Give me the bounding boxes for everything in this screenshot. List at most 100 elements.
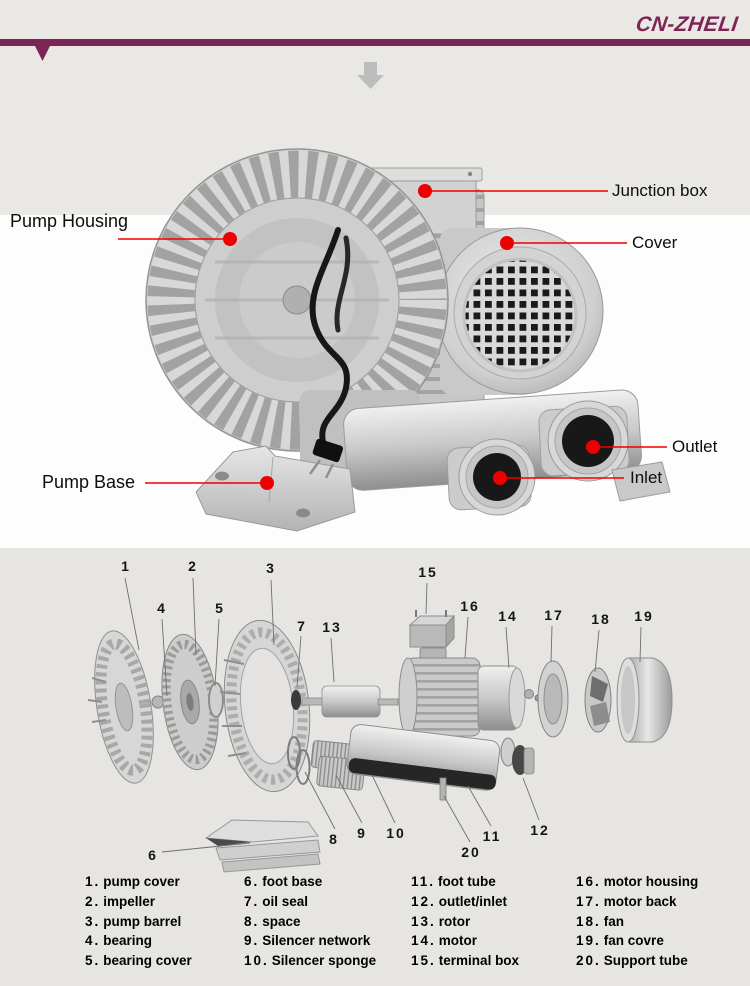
- part-foot-base: [204, 819, 321, 873]
- item-label: foot tube: [438, 874, 496, 889]
- callout-number-space: 8: [329, 831, 339, 847]
- item-separator: .: [595, 874, 599, 889]
- legend-item-silencer-network: 9.Silencer network: [244, 931, 376, 951]
- item-number: 3: [85, 913, 95, 929]
- legend-column-4: 16.motor housing 17.motor back 18.fan 19…: [576, 872, 698, 971]
- callout-number-pump-cover: 1: [121, 558, 131, 574]
- item-number: 11: [411, 874, 430, 889]
- item-separator: .: [94, 913, 99, 929]
- part-outlet-inlet: [500, 737, 535, 775]
- callout-number-bearing-cover: 5: [215, 600, 225, 616]
- part-motor-housing: [398, 647, 481, 737]
- legend-item-foot-tube: 11.foot tube: [411, 872, 519, 892]
- cover-screws: [87, 677, 107, 723]
- item-separator: .: [253, 874, 258, 889]
- item-separator: .: [430, 913, 434, 929]
- item-separator: .: [595, 953, 599, 969]
- label-cover: Cover: [632, 233, 678, 252]
- item-number: 15: [411, 953, 431, 969]
- legend-item-support-tube: 20.Support tube: [576, 951, 698, 971]
- item-separator: .: [253, 893, 258, 909]
- item-number: 2: [85, 893, 95, 909]
- callout-number-fan-cover: 19: [634, 608, 654, 624]
- item-number: 20: [576, 953, 596, 969]
- part-space: [287, 736, 311, 785]
- item-number: 17: [576, 893, 596, 909]
- item-number: 1: [85, 874, 95, 889]
- item-separator: .: [253, 913, 258, 929]
- outlet-port: [538, 400, 630, 482]
- part-support-tube: [439, 777, 447, 801]
- item-label: fan covre: [603, 933, 664, 949]
- callout-pump-housing: [118, 232, 237, 246]
- cover-grille: [462, 257, 578, 373]
- exploded-callout-numbers: 1 2 3 4 5 7 13 15 16 14 17 18 19 6 8 9 1…: [121, 558, 654, 863]
- item-label: terminal box: [438, 953, 520, 969]
- callout-number-support-tube: 20: [461, 844, 481, 860]
- label-pump-housing: Pump Housing: [10, 211, 129, 231]
- item-separator: .: [94, 893, 99, 909]
- down-arrow-icon: [357, 62, 384, 89]
- item-label: motor: [438, 933, 478, 949]
- legend-item-bearing-cover: 5.bearing cover: [85, 951, 192, 971]
- callout-number-impeller: 2: [188, 558, 198, 574]
- callout-number-bearing: 4: [157, 600, 167, 616]
- item-separator: .: [94, 953, 99, 969]
- item-separator: .: [595, 913, 599, 929]
- item-label: foot base: [262, 874, 323, 889]
- item-label: fan: [603, 913, 625, 929]
- callout-number-oil-seal: 7: [297, 618, 307, 634]
- brand-logo: CN-ZHELI: [634, 13, 740, 36]
- callout-number-silencer-network: 9: [357, 825, 367, 841]
- exploded-leader-lines: [124, 577, 642, 853]
- legend-item-outlet-inlet: 12.outlet/inlet: [411, 892, 519, 912]
- item-separator: .: [94, 933, 99, 949]
- legend-item-terminal-box: 15.terminal box: [411, 951, 519, 971]
- legend-item-motor-back: 17.motor back: [576, 892, 698, 912]
- legend-item-rotor: 13.rotor: [411, 912, 519, 932]
- legend-item-pump-cover: 1.pump cover: [85, 872, 192, 892]
- callout-number-motor: 14: [498, 608, 518, 624]
- callout-outlet: [586, 440, 667, 454]
- item-label: Silencer network: [262, 933, 371, 949]
- item-label: motor housing: [603, 874, 699, 889]
- item-label: bearing cover: [103, 953, 192, 969]
- callout-pump-base: [145, 476, 274, 490]
- callout-number-foot-tube: 11: [483, 828, 502, 844]
- item-separator: .: [430, 953, 434, 969]
- legend-item-pump-barrel: 3.pump barrel: [85, 912, 192, 932]
- item-separator: .: [253, 933, 258, 949]
- callout-number-silencer-sponge: 10: [386, 825, 406, 841]
- legend-item-silencer-sponge: 10.Silencer sponge: [244, 951, 376, 971]
- callout-number-outlet-inlet: 12: [530, 822, 550, 838]
- motor-cover: [436, 227, 604, 395]
- part-bearing-cover: [208, 682, 224, 718]
- item-number: 13: [411, 913, 431, 929]
- rule-pointer-icon: [35, 46, 50, 61]
- callout-number-fan: 18: [591, 611, 611, 627]
- callout-number-rotor: 13: [322, 619, 342, 635]
- item-number: 5: [85, 953, 95, 969]
- part-rotor: [301, 685, 399, 718]
- item-number: 7: [244, 893, 254, 909]
- item-separator: .: [595, 933, 599, 949]
- legend-item-fan: 18.fan: [576, 912, 698, 932]
- legend-column-2: 6.foot base 7.oil seal 8.space 9.Silence…: [244, 872, 376, 971]
- legend-item-foot-base: 6.foot base: [244, 872, 376, 892]
- legend-item-fan-cover: 19.fan covre: [576, 931, 698, 951]
- part-fan-cover: [616, 657, 673, 743]
- part-motor: [477, 665, 526, 731]
- label-junction-box: Junction box: [612, 181, 708, 200]
- photo-callout-lines: [118, 184, 667, 490]
- part-foot-tube: [346, 724, 501, 791]
- callout-junction-box: [418, 184, 608, 198]
- item-label: Silencer sponge: [271, 953, 377, 969]
- item-separator: .: [595, 893, 599, 909]
- item-label: space: [262, 913, 301, 929]
- callout-cover: [500, 236, 627, 250]
- item-separator: .: [430, 893, 434, 909]
- item-label: impeller: [103, 893, 156, 909]
- item-label: rotor: [438, 913, 471, 929]
